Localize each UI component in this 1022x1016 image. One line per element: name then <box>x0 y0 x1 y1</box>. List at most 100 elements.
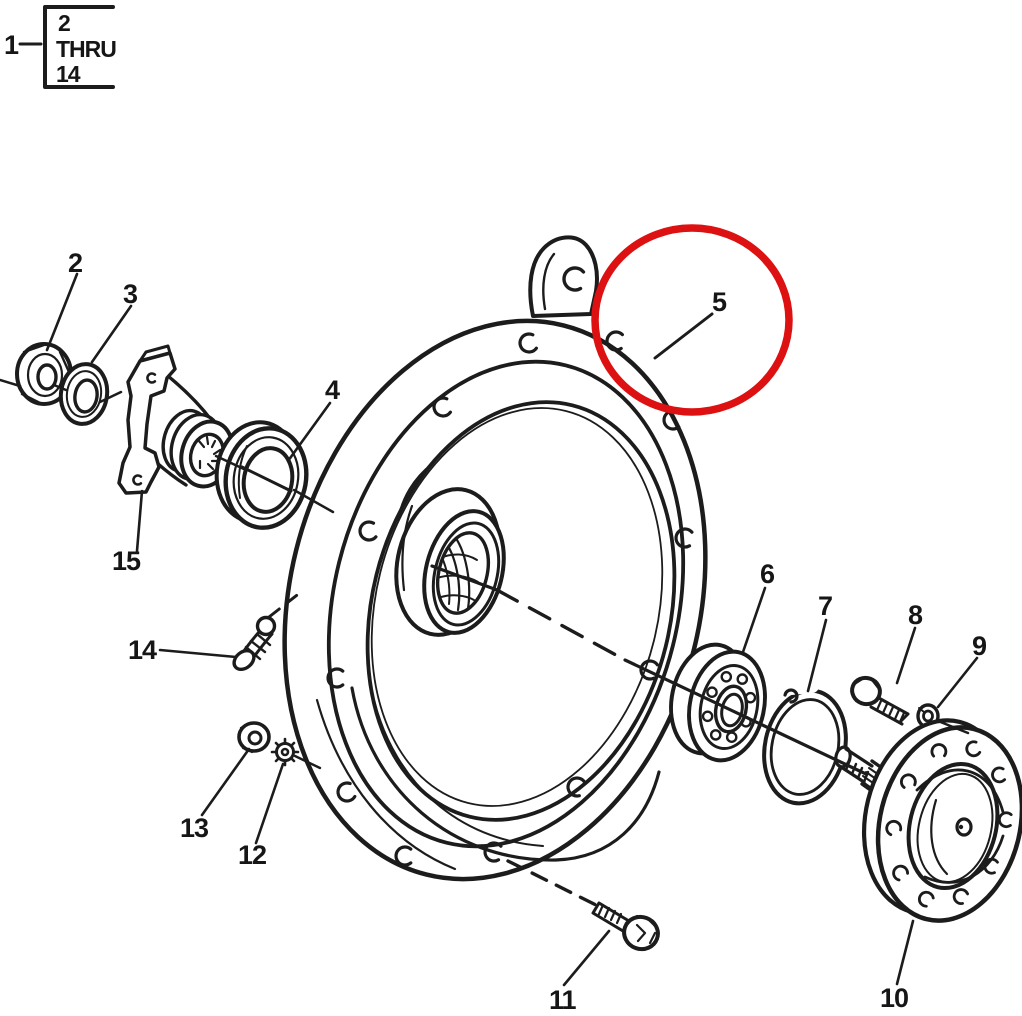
highlight-circle <box>591 224 793 416</box>
lockwasher-hole <box>280 747 290 757</box>
centerline-hub-tick <box>430 564 499 592</box>
centerline-solid <box>623 658 868 776</box>
part-8-bolt <box>850 675 910 726</box>
bolt-hole-icon <box>358 520 378 542</box>
bolt11-dashed-line <box>506 859 598 907</box>
callout-leaders <box>45 272 979 987</box>
nut13-hole <box>247 730 263 746</box>
lockwasher-link-line <box>293 754 322 770</box>
bearing-race-edge <box>698 664 760 750</box>
bolt-hole-icon <box>892 864 909 882</box>
bolt-hole-icon <box>899 773 917 789</box>
cover-dish-inner-line <box>370 407 664 807</box>
bolt-hole-icon <box>674 527 694 549</box>
bolt-hole-icon <box>483 841 503 863</box>
seal-highlight-arc <box>237 445 248 499</box>
bearing-balls <box>701 671 757 744</box>
callout-4-leader <box>286 401 332 463</box>
callout-5-label: 5 <box>712 287 727 317</box>
centerline-dashed <box>495 588 627 662</box>
cover-flange-inner-edge <box>326 359 686 849</box>
part-14-fitting <box>232 615 277 672</box>
bolt-hole-icon <box>991 766 1007 784</box>
callout-11-label: 11 <box>549 985 577 1015</box>
bearing-ball <box>736 673 749 685</box>
bolt11-threads <box>597 903 623 925</box>
bolt-hole-icon <box>394 845 413 867</box>
callout-11-leader <box>562 929 611 987</box>
seal-bore <box>241 446 295 514</box>
axis-seal-cover <box>292 488 335 514</box>
part-13-nut <box>237 721 271 754</box>
callout-2-label: 2 <box>68 248 82 278</box>
part-3-washer <box>58 362 110 426</box>
cover-bolt-holes <box>326 330 694 867</box>
fitting-dashed-line <box>267 590 303 619</box>
callout-6-leader <box>741 586 767 654</box>
bolt-hole-icon <box>983 857 999 875</box>
flange-center-dot <box>958 824 964 830</box>
callout-10-label: 10 <box>880 983 908 1013</box>
part-5-cover <box>282 235 708 882</box>
bearing-bore <box>720 692 744 728</box>
bolt-hole-icon <box>605 330 624 352</box>
bolt8-head <box>850 675 882 707</box>
callout-10-leader <box>895 919 915 986</box>
cover-hub-shade-arc <box>396 462 434 522</box>
locknut-hole <box>922 709 934 723</box>
bolt-hole-icon <box>965 740 982 758</box>
callout-9-label: 9 <box>972 631 987 661</box>
assembly-axis-lines <box>0 378 970 907</box>
bolt-hole-icon <box>146 372 157 384</box>
yoke-bolt-holes <box>132 372 157 486</box>
bearing-ball <box>720 671 733 683</box>
bolt-hole-icon <box>885 819 903 837</box>
legend-line-3: 14 <box>56 61 81 87</box>
nut-facets <box>20 343 72 405</box>
cover-hub-boss <box>394 487 506 637</box>
bolt-hole-icon <box>336 781 357 803</box>
callout-9-leader <box>936 656 979 709</box>
callout-14-leader <box>158 648 238 659</box>
nut-chamfer <box>26 352 64 398</box>
lockwasher-teeth <box>270 737 300 767</box>
fitting-base <box>232 648 256 672</box>
legend-group: 1 2 THRU 14 <box>4 5 117 89</box>
washer-inner-line <box>65 370 103 418</box>
callout-2-leader <box>45 272 79 352</box>
bolt-hole-icon <box>432 396 452 418</box>
callout-3-leader <box>90 304 133 364</box>
callout-15-leader <box>135 489 144 553</box>
nut-hole <box>36 363 58 391</box>
legend-line-1: 2 <box>58 10 70 36</box>
cover-tab-edge-line <box>542 252 556 311</box>
callout-7-leader <box>806 618 828 693</box>
bearing-ball <box>725 731 738 744</box>
bolt-hole-icon <box>997 811 1013 829</box>
cover-dish-edge <box>365 400 677 822</box>
part-10-drive-flange <box>834 718 1022 923</box>
cover-bowl-arc <box>350 686 661 862</box>
callout-14-label: 14 <box>128 635 157 665</box>
seal-inner-line <box>232 436 300 520</box>
bearing-ball <box>706 686 718 699</box>
callout-7-label: 7 <box>818 591 832 621</box>
callout-8-label: 8 <box>908 600 923 630</box>
callout-labels: 2 3 4 5 6 7 8 9 10 11 12 13 14 15 <box>68 248 988 1015</box>
callout-13-leader <box>200 747 251 817</box>
bolt-hole-icon <box>518 332 538 354</box>
bolt-hole-icon <box>132 474 143 486</box>
axis-nut-washer <box>52 383 68 392</box>
callout-4-label: 4 <box>325 375 340 405</box>
bolt8-head-facets <box>851 676 881 707</box>
hub-highlight-arc <box>401 504 414 592</box>
bolt11-head-facets <box>624 914 657 951</box>
callout-12-label: 12 <box>238 840 266 870</box>
callout-15-label: 15 <box>112 546 141 576</box>
bolt-hole-icon <box>930 743 948 758</box>
fitting-ball-highlight <box>259 617 273 622</box>
flange-reflection-bottom <box>923 834 1005 884</box>
bearing-ball <box>709 729 722 741</box>
